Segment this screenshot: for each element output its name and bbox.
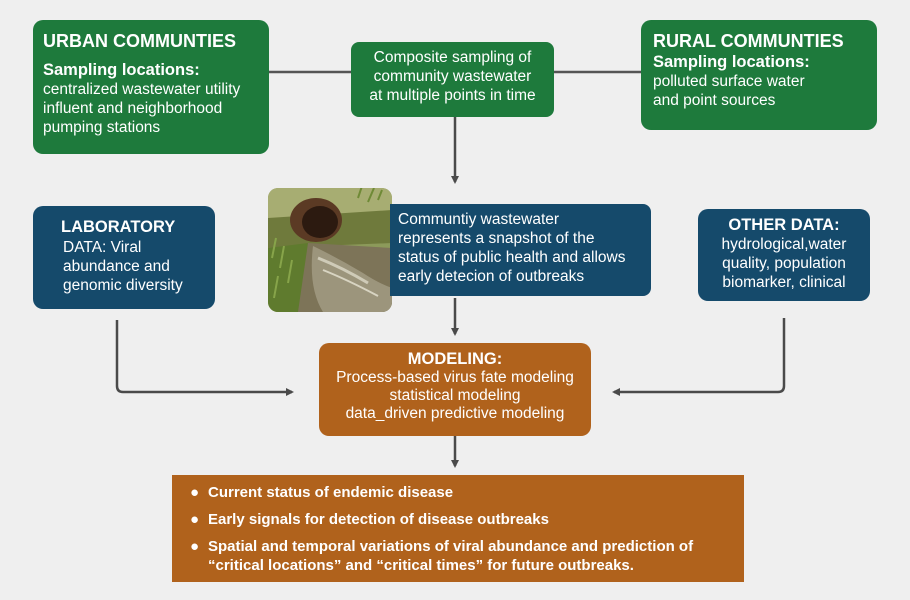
rural-communities-box: RURAL COMMUNTIES Sampling locations: pol… xyxy=(641,20,877,130)
laboratory-to-modeling-arrow xyxy=(115,320,294,396)
urban-line-2: influent and neighborhood xyxy=(43,100,223,117)
other-data-line-2: quality, population xyxy=(722,255,846,272)
laboratory-line-2: abundance and xyxy=(63,258,170,275)
outcome-item: ● Spatial and temporal variations of vir… xyxy=(190,537,734,575)
rural-title: RURAL COMMUNTIES xyxy=(653,31,844,51)
urban-title: URBAN COMMUNTIES xyxy=(43,31,236,51)
modeling-line-1: Process-based virus fate modeling xyxy=(336,369,574,386)
outcomes-list: ● Current status of endemic disease ● Ea… xyxy=(190,483,734,575)
rural-subtitle: Sampling locations: xyxy=(653,53,810,71)
laboratory-box: LABORATORY DATA: Viral abundance and gen… xyxy=(33,206,215,309)
snapshot-line-4: early detecion of outbreaks xyxy=(398,268,585,285)
other-data-line-3: biomarker, clinical xyxy=(722,274,846,291)
other-data-line-1: hydrological,water xyxy=(721,236,847,253)
bullet-icon: ● xyxy=(190,538,200,555)
snapshot-line-2: represents a snapshot of the xyxy=(398,230,595,247)
other-data-to-modeling-arrow xyxy=(612,318,786,396)
outcome-line: Current status of endemic disease xyxy=(208,484,454,501)
snapshot-line-1: Communtiy wastewater xyxy=(398,211,560,228)
modeling-line-2: statistical modeling xyxy=(389,387,521,404)
laboratory-line-1: DATA: Viral xyxy=(63,239,142,256)
bullet-icon: ● xyxy=(190,484,200,501)
modeling-box: MODELING: Process-based virus fate model… xyxy=(319,343,591,436)
modeling-line-3: data_driven predictive modeling xyxy=(345,405,565,422)
outcome-item: ● Current status of endemic disease xyxy=(190,483,734,502)
other-data-box: OTHER DATA: hydrological,water quality, … xyxy=(698,209,870,301)
bullet-icon: ● xyxy=(190,511,200,528)
wastewater-pipe-image xyxy=(268,188,392,312)
urban-subtitle: Sampling locations: xyxy=(43,61,200,79)
composite-sampling-box: Composite sampling of community wastewat… xyxy=(351,42,554,117)
other-data-title: OTHER DATA: xyxy=(728,216,840,234)
urban-line-1: centralized wastewater utility xyxy=(43,81,241,98)
outcome-line-continued: “critical locations” and “critical times… xyxy=(208,557,634,574)
laboratory-title: LABORATORY xyxy=(61,218,176,236)
wastewater-outfall-photo xyxy=(268,188,392,312)
composite-line-3: at multiple points in time xyxy=(369,87,536,104)
composite-line-2: community wastewater xyxy=(373,68,532,85)
outcome-line: Spatial and temporal variations of viral… xyxy=(208,538,694,555)
outcome-item: ● Early signals for detection of disease… xyxy=(190,510,734,529)
rural-line-1: polluted surface water xyxy=(653,73,805,90)
outcomes-box: ● Current status of endemic disease ● Ea… xyxy=(172,475,744,582)
snapshot-line-3: status of public health and allows xyxy=(398,249,626,266)
composite-line-1: Composite sampling of xyxy=(373,49,532,66)
urban-line-3: pumping stations xyxy=(43,119,161,136)
rural-line-2: and point sources xyxy=(653,92,776,109)
community-snapshot-box: Communtiy wastewater represents a snapsh… xyxy=(390,204,651,296)
urban-communities-box: URBAN COMMUNTIES Sampling locations: cen… xyxy=(33,20,269,154)
modeling-title: MODELING: xyxy=(407,350,503,368)
outcome-line: Early signals for detection of disease o… xyxy=(208,511,549,528)
laboratory-line-3: genomic diversity xyxy=(63,277,183,294)
